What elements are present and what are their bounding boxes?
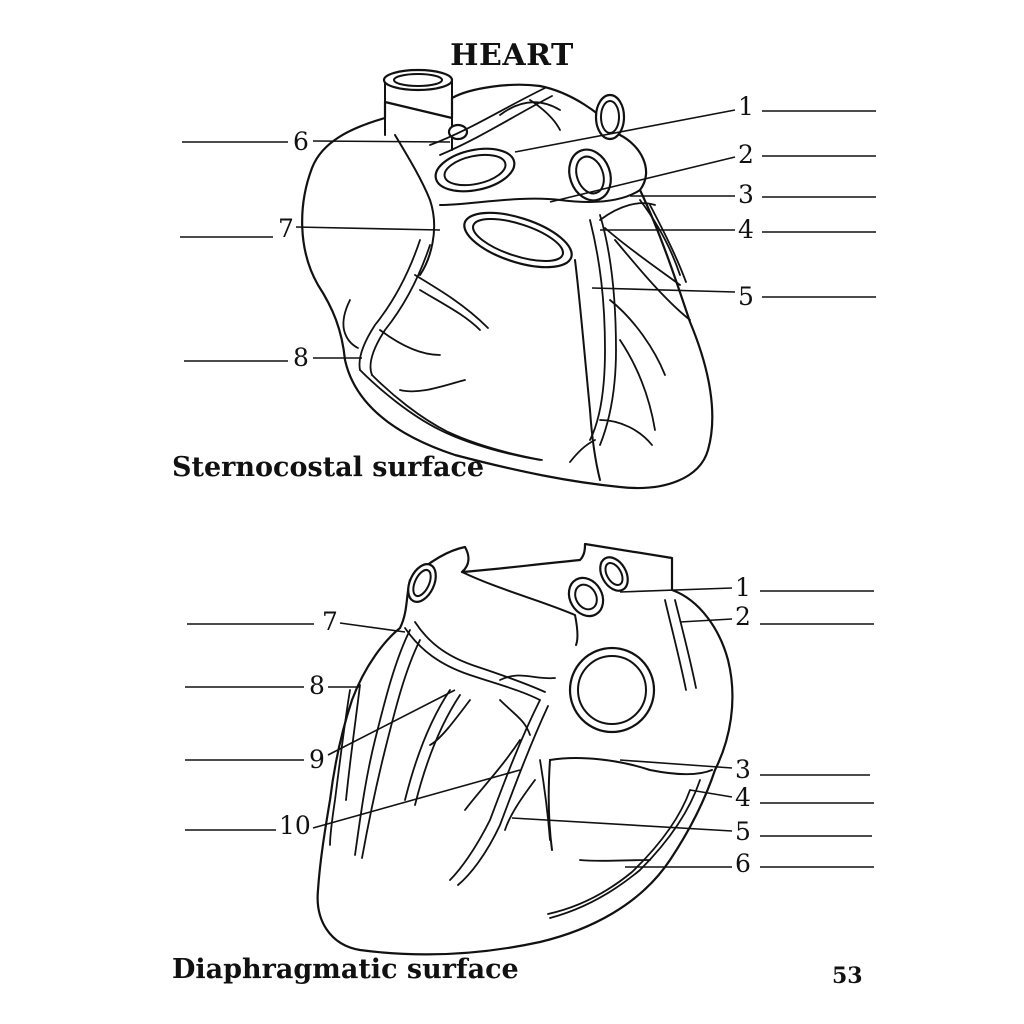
page-title: HEART [450, 38, 574, 73]
diaphragmatic-label-1: 1 [735, 573, 751, 602]
inferior-vena-cava-ring [568, 646, 656, 734]
sternocostal-label-1: 1 [738, 92, 754, 121]
diaphragmatic-label-2: 2 [735, 602, 751, 631]
sternocostal-label-3: 3 [738, 180, 754, 209]
ventricle-opening [463, 211, 573, 269]
vein-ring-upper-left [407, 563, 437, 603]
sternocostal-label-8: 8 [293, 343, 309, 372]
diaphragmatic-surface-title: Diaphragmatic surface [172, 954, 519, 985]
diaphragmatic-label-10: 10 [279, 811, 311, 840]
sternocostal-label-2: 2 [738, 140, 754, 169]
pulmonary-vein-ring-lower [568, 148, 612, 202]
diaphragmatic-label-8: 8 [309, 671, 325, 700]
diaphragmatic-label-9: 9 [309, 745, 325, 774]
diaphragmatic-label-5: 5 [735, 817, 751, 846]
sternocostal-heart-illustration [301, 68, 714, 489]
sternocostal-heart-outline [301, 83, 714, 489]
diaphragmatic-label-7: 7 [322, 607, 338, 636]
pulmonary-trunk-ring [434, 147, 516, 193]
diaphragmatic-heart-illustration [316, 542, 734, 956]
sternocostal-labels: 1 2 3 4 5 6 7 8 [180, 92, 876, 372]
diaphragmatic-coronary-vessels [329, 599, 701, 919]
diaphragmatic-heart-outline [316, 542, 734, 956]
sternocostal-label-5: 5 [738, 282, 754, 311]
sternocostal-surface-title: Sternocostal surface [172, 452, 485, 483]
page-number: 53 [832, 963, 863, 989]
diaphragmatic-label-4: 4 [735, 783, 751, 812]
diaphragmatic-label-3: 3 [735, 755, 751, 784]
diaphragmatic-label-6: 6 [735, 849, 751, 878]
sternocostal-label-6: 6 [293, 127, 309, 156]
sternocostal-label-4: 4 [738, 215, 754, 244]
diaphragmatic-labels: 1 2 3 4 5 6 7 8 9 10 [185, 573, 874, 878]
sternocostal-label-7: 7 [278, 214, 294, 243]
